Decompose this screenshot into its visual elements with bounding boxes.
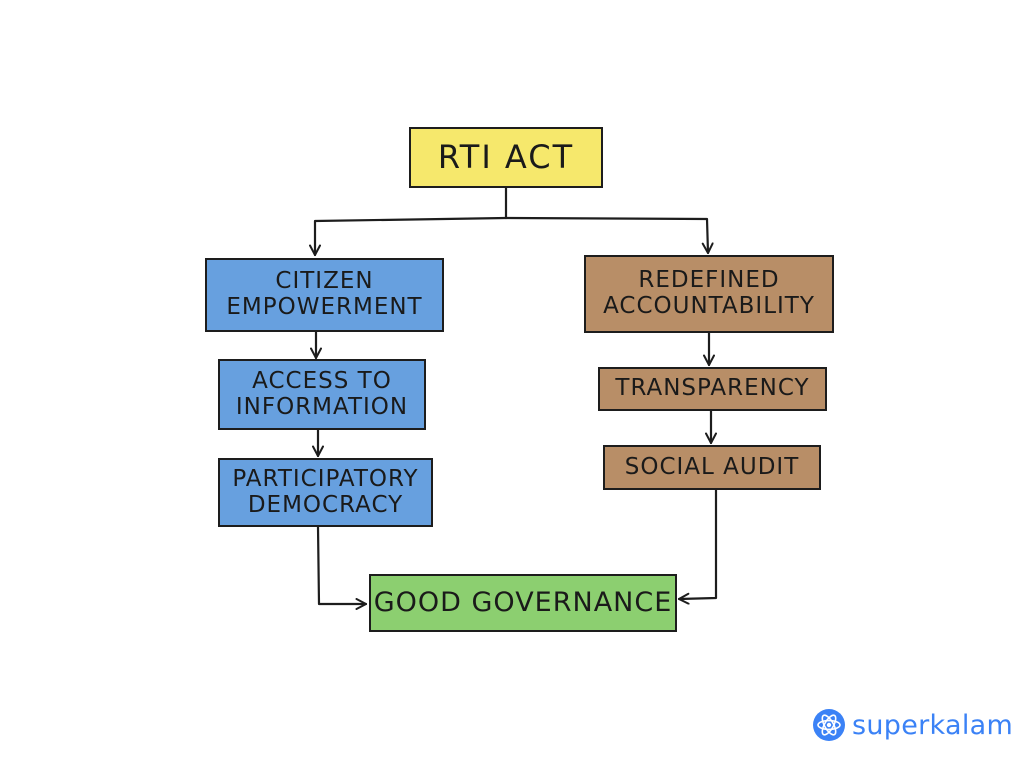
connector-rti-to-redefined-accountability [504, 216, 714, 255]
node-label-line: PARTICIPATORY [232, 465, 419, 492]
node-label-line: SOCIAL AUDIT [624, 453, 800, 480]
node-label-line: INFORMATION [235, 393, 409, 420]
node-label-line: EMPOWERMENT [226, 294, 423, 320]
node-label-line: DEMOCRACY [247, 491, 404, 518]
node-participatory-democracy: PARTICIPATORY DEMOCRACY [218, 458, 433, 527]
atom-logo-icon [813, 709, 845, 741]
node-rti-act: RTI ACT [409, 127, 603, 188]
node-label-line: RTI ACT [437, 137, 575, 176]
brand-logo: superkalam [812, 708, 1013, 742]
node-label-line: TRANSPARENCY [615, 375, 810, 402]
connector-rti-to-citizen-empowerment [309, 216, 508, 257]
node-good-governance: GOOD GOVERNANCE [369, 574, 677, 632]
connector-participatory-to-good-governance [316, 525, 368, 610]
connector-social-audit-to-good-governance [677, 488, 718, 605]
node-citizen-empowerment: CITIZEN EMPOWERMENT [205, 258, 444, 332]
node-label-line: ACCOUNTABILITY [603, 293, 815, 319]
brand-name: superkalam [852, 709, 1014, 741]
node-redefined-accountability: REDEFINED ACCOUNTABILITY [584, 255, 834, 333]
node-label-line: ACCESS TO [252, 367, 392, 394]
node-label-line: CITIZEN [275, 268, 374, 295]
node-access-to-information: ACCESS TO INFORMATION [218, 359, 426, 430]
node-label-line: REDEFINED [638, 267, 780, 294]
node-transparency: TRANSPARENCY [598, 367, 827, 411]
node-social-audit: SOCIAL AUDIT [603, 445, 821, 490]
node-label-line: GOOD GOVERNANCE [373, 586, 673, 618]
